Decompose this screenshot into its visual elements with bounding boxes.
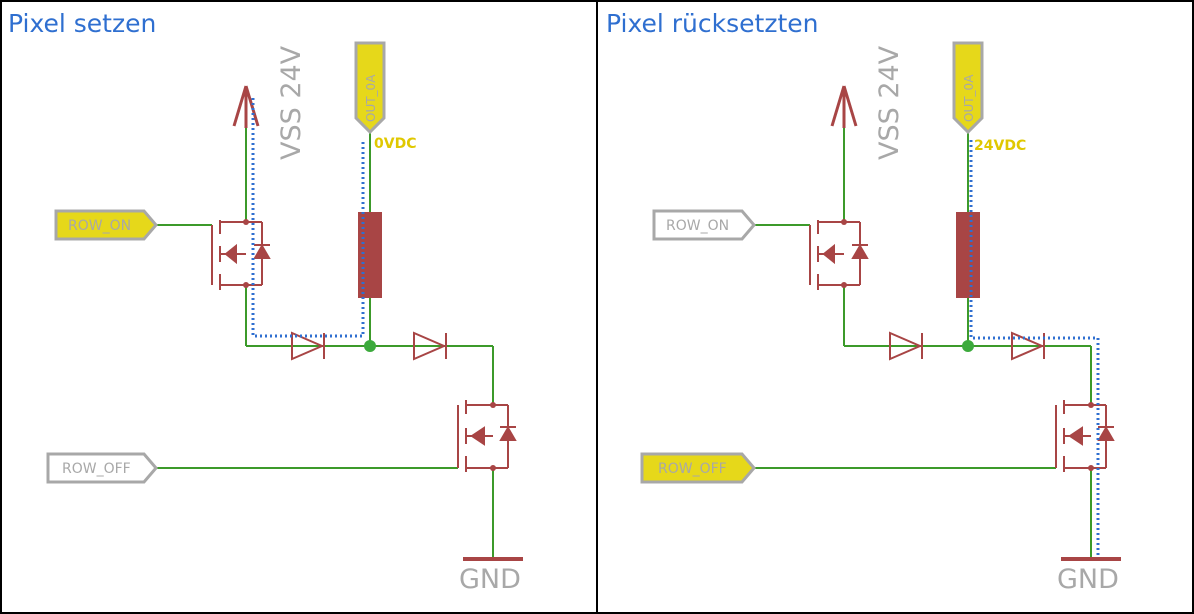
junction-dot bbox=[490, 402, 496, 408]
gnd-label: GND bbox=[1057, 564, 1119, 595]
row-off-flag bbox=[46, 452, 158, 484]
pixel-coil bbox=[358, 212, 382, 298]
row-on-flag bbox=[652, 209, 756, 241]
node-junction bbox=[364, 340, 376, 352]
row-off-label: ROW_OFF bbox=[62, 461, 131, 477]
junction-dot bbox=[1088, 402, 1094, 408]
current-path bbox=[251, 98, 365, 338]
junction-dot bbox=[243, 282, 249, 288]
out-flag bbox=[354, 41, 386, 135]
schematic-reset-pixel: VSS 24V OUT_0A 24VDC ROW_ON bbox=[640, 41, 1121, 595]
row-off-label: ROW_OFF bbox=[658, 461, 727, 477]
row-on-label: ROW_ON bbox=[666, 218, 729, 234]
row-on-label: ROW_ON bbox=[68, 218, 131, 234]
current-path bbox=[969, 140, 1100, 556]
high-side-mosfet bbox=[809, 220, 869, 290]
junction-dot bbox=[841, 219, 847, 225]
panel-title: Pixel rücksetzten bbox=[606, 9, 819, 38]
vss-label: VSS 24V bbox=[874, 45, 905, 160]
vss-supply-symbol bbox=[830, 85, 858, 128]
junction-dot bbox=[841, 282, 847, 288]
wires bbox=[155, 125, 494, 560]
junction-dot bbox=[1088, 465, 1094, 471]
panel-title: Pixel setzen bbox=[8, 9, 157, 38]
out-voltage-label: 0VDC bbox=[374, 136, 416, 152]
low-side-mosfet bbox=[457, 400, 517, 472]
vss-supply-symbol bbox=[232, 85, 260, 128]
vss-label: VSS 24V bbox=[276, 45, 307, 160]
gnd-label: GND bbox=[459, 564, 521, 595]
diode-right bbox=[413, 331, 447, 361]
out-label: OUT_0A bbox=[364, 74, 378, 122]
diode-left bbox=[291, 331, 325, 361]
out-voltage-label: 24VDC bbox=[974, 138, 1026, 154]
pixel-coil bbox=[956, 212, 980, 298]
diode-left bbox=[889, 331, 923, 361]
node-junction bbox=[962, 340, 974, 352]
panel-reset-pixel: Pixel rücksetzten VSS 24V OUT_0A 24VDC bbox=[598, 0, 1194, 614]
row-on-flag bbox=[54, 209, 158, 241]
row-off-flag bbox=[640, 452, 756, 484]
wires bbox=[753, 125, 1092, 560]
high-side-mosfet bbox=[211, 220, 271, 290]
panel-divider bbox=[596, 0, 598, 614]
junction-dot bbox=[243, 219, 249, 225]
panel-set-pixel: Pixel setzen VSS 24V OUT_0A 0VDC bbox=[0, 0, 596, 614]
low-side-mosfet bbox=[1055, 400, 1115, 472]
schematic-set-pixel: VSS 24V OUT_0A 0VDC ROW_ON bbox=[46, 41, 523, 595]
out-label: OUT_0A bbox=[962, 74, 976, 122]
junction-dot bbox=[490, 465, 496, 471]
out-flag bbox=[952, 41, 984, 135]
